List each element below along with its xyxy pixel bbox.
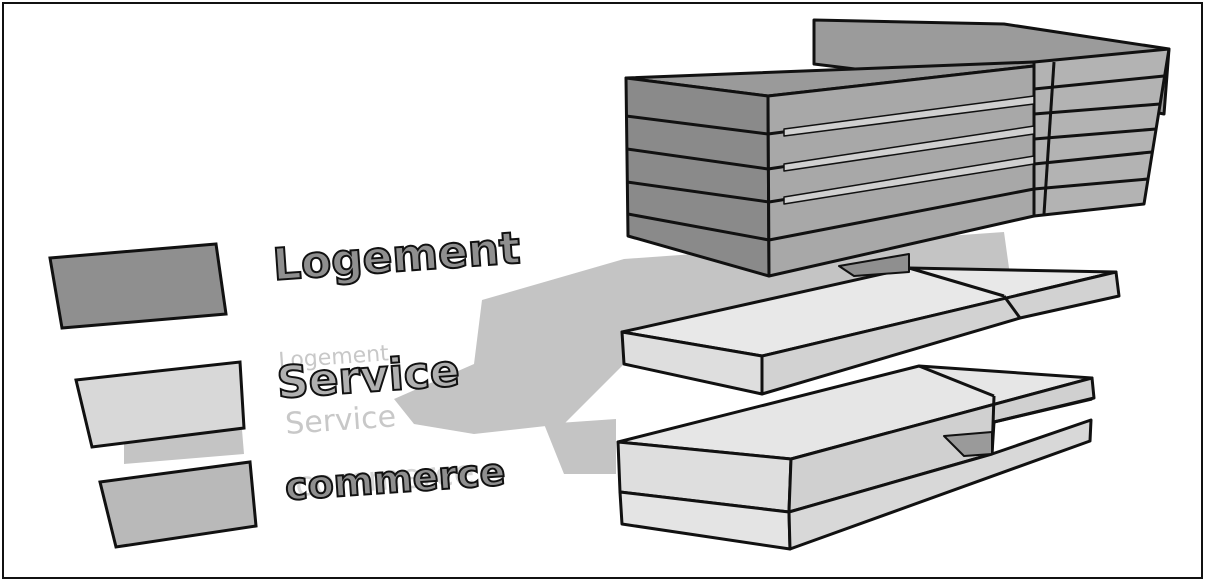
- legend: [50, 244, 256, 547]
- tower-front: [626, 78, 769, 276]
- massing-diagram: Logement Service commerce Logement Servi…: [4, 4, 1203, 579]
- lower-block: [618, 366, 1094, 549]
- legend-label-logement: Logement: [271, 223, 522, 291]
- upper-tower: [626, 20, 1169, 276]
- legend-swatch-commerce: [100, 462, 256, 547]
- legend-swatch-logement: [50, 244, 226, 328]
- legend-label-commerce: commerce: [284, 450, 507, 509]
